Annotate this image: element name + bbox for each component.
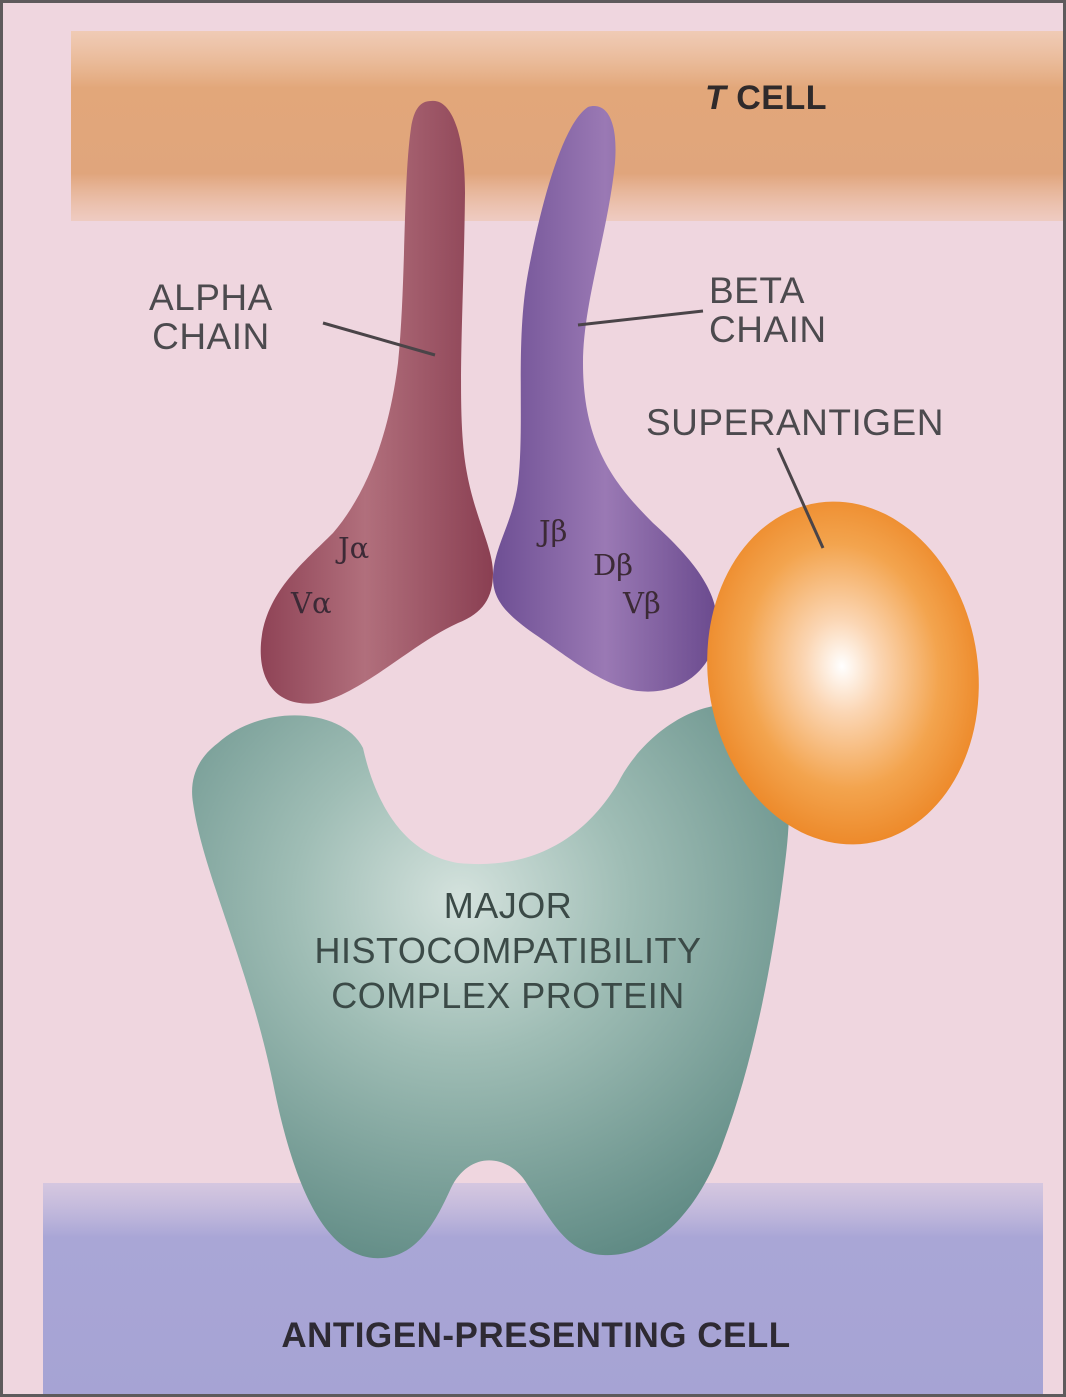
beta-j-segment-label: Jβ	[539, 514, 567, 548]
t-cell-label-rest: CELL	[726, 79, 827, 117]
beta-chain-label: BETA CHAIN	[709, 271, 827, 349]
beta-pointer	[578, 311, 703, 325]
beta-chain-label-line2: CHAIN	[709, 310, 827, 349]
beta-d-segment-label: Dβ	[593, 548, 633, 582]
t-cell-label-italic: T	[705, 79, 726, 117]
mhc-label-line3: COMPLEX PROTEIN	[248, 973, 768, 1018]
beta-chain-label-line1: BETA	[709, 271, 827, 310]
mhc-label-line1: MAJOR	[248, 883, 768, 928]
diagram-art	[3, 3, 1066, 1397]
t-cell-label: T CELL	[705, 79, 827, 118]
superantigen-label: SUPERANTIGEN	[646, 403, 944, 442]
apc-membrane	[43, 1183, 1043, 1397]
mhc-protein-label: MAJOR HISTOCOMPATIBILITY COMPLEX PROTEIN	[248, 883, 768, 1018]
beta-v-segment-label: Vβ	[623, 586, 661, 620]
alpha-chain-label: ALPHA CHAIN	[149, 278, 273, 356]
alpha-j-segment-label: Jα	[338, 531, 369, 565]
alpha-v-segment-label: Vα	[291, 586, 332, 620]
alpha-chain-label-line1: ALPHA	[149, 278, 273, 317]
mhc-label-line2: HISTOCOMPATIBILITY	[248, 928, 768, 973]
apc-label: ANTIGEN-PRESENTING CELL	[3, 1316, 1066, 1355]
alpha-chain-label-line2: CHAIN	[149, 317, 273, 356]
